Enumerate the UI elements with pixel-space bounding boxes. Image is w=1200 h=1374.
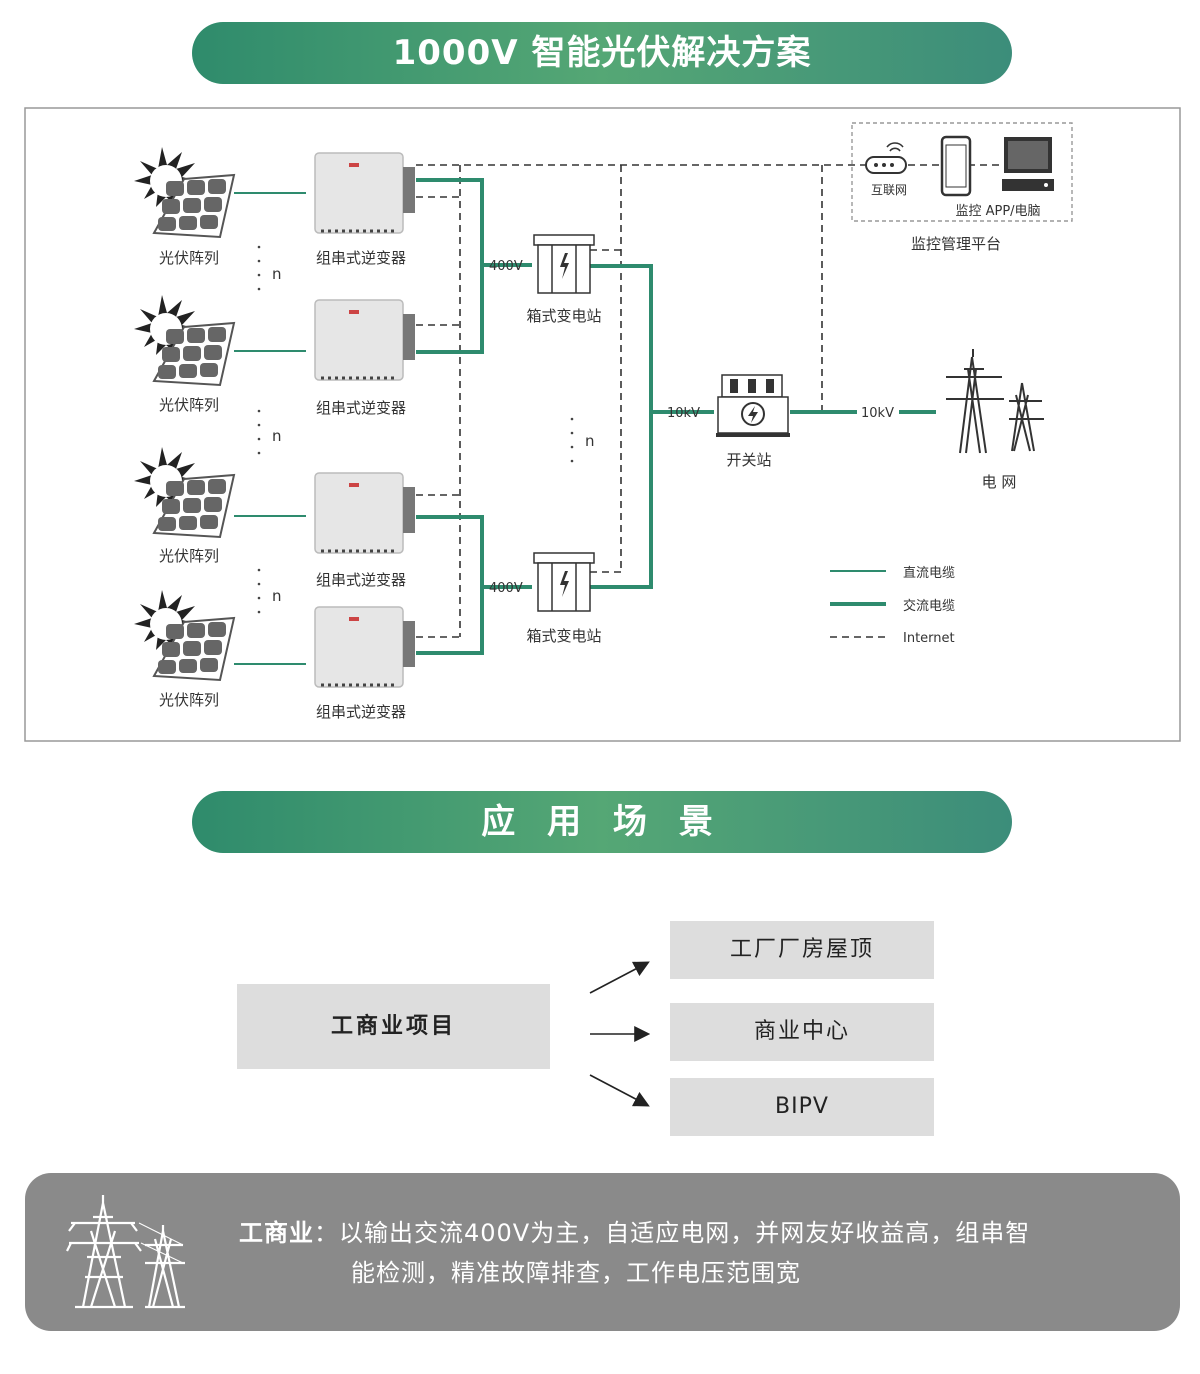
- pv-label-4: 光伏阵列: [159, 691, 219, 709]
- inverter-label-3: 组串式逆变器: [316, 571, 406, 589]
- grid-label: 电 网: [982, 473, 1017, 491]
- internet-label: 互联网: [871, 183, 907, 197]
- legend-label-internet: Internet: [903, 631, 955, 646]
- section-title: 应 用 场 景: [481, 802, 723, 842]
- voltage-10kv-label-2: 10kV: [861, 406, 894, 421]
- voltage-400-label-1: 400V: [489, 259, 523, 274]
- computer-icon: [1002, 137, 1054, 191]
- ellipsis-dots: [257, 245, 574, 614]
- pv-system-diagram: 光伏阵列 光伏阵列 光伏阵列 光伏阵列 组串式逆变器 组串式逆变器 组串式逆变器…: [24, 107, 1181, 742]
- pv-label-3: 光伏阵列: [159, 547, 219, 565]
- power-tower-icon: [66, 1195, 185, 1309]
- inverter-label-2: 组串式逆变器: [316, 399, 406, 417]
- scenario-target-label-2: 商业中心: [753, 1019, 850, 1044]
- box-transformer-2: [533, 552, 595, 612]
- pv-label-1: 光伏阵列: [159, 249, 219, 267]
- grid-tower-icon: [946, 349, 1044, 454]
- n-label-1: n: [272, 265, 282, 283]
- n-label-2: n: [272, 427, 282, 445]
- scenario-arrows: [589, 961, 651, 1107]
- scenario-target-label-1: 工厂厂房屋顶: [729, 937, 874, 962]
- scenario-target-label-3: BIPV: [775, 1094, 829, 1119]
- description-line-2: 能检测，精准故障排查，工作电压范围宽: [351, 1259, 801, 1287]
- title-banner: 1000V 智能光伏解决方案: [192, 22, 1012, 84]
- switch-station-icon: [716, 374, 790, 437]
- pv-label-2: 光伏阵列: [159, 396, 219, 414]
- ac-cables: [416, 178, 936, 655]
- scenario-target-2: 商业中心: [670, 1003, 934, 1061]
- description-colon: ：: [314, 1219, 339, 1247]
- inverter-2: [313, 298, 417, 382]
- inverter-label-1: 组串式逆变器: [316, 249, 406, 267]
- legend-lines: [830, 570, 886, 638]
- app-label: 监控 APP/电脑: [955, 204, 1040, 219]
- legend-label-ac: 交流电缆: [903, 598, 955, 614]
- voltage-10kv-label-1: 10kV: [667, 406, 700, 421]
- inverter-3: [313, 471, 417, 555]
- scenario-target-1: 工厂厂房屋顶: [670, 921, 934, 979]
- box-transformer-label-1: 箱式变电站: [526, 307, 601, 325]
- legend-label-dc: 直流电缆: [903, 565, 955, 581]
- description-label: 工商业: [239, 1219, 314, 1247]
- box-transformer-1: [533, 234, 595, 294]
- box-transformer-label-2: 箱式变电站: [526, 627, 601, 645]
- scenario-main-label: 工商业项目: [330, 1014, 456, 1039]
- monitoring-platform-box: [851, 122, 1073, 222]
- n-label-4: n: [585, 432, 595, 450]
- scenario-main-box: 工商业项目: [237, 984, 550, 1069]
- dc-cables: [234, 192, 306, 665]
- description-line-1: 以输出交流400V为主，自适应电网，并网友好收益高，组串智: [339, 1219, 1031, 1247]
- switch-station-label: 开关站: [726, 451, 771, 469]
- platform-label: 监控管理平台: [911, 235, 1001, 253]
- inverter-label-4: 组串式逆变器: [316, 703, 406, 721]
- page-title: 1000V 智能光伏解决方案: [392, 33, 812, 73]
- section-banner: 应 用 场 景: [192, 791, 1012, 853]
- n-label-3: n: [272, 587, 282, 605]
- inverter-1: [313, 151, 417, 235]
- description-text: 工商业：以输出交流400V为主，自适应电网，并网友好收益高，组串智 能检测，精准…: [239, 1213, 1139, 1293]
- inverter-4: [313, 605, 417, 689]
- description-panel: 工商业：以输出交流400V为主，自适应电网，并网友好收益高，组串智 能检测，精准…: [25, 1173, 1180, 1331]
- scenario-target-3: BIPV: [670, 1078, 934, 1136]
- arrow-down-right: [589, 1074, 650, 1107]
- phone-icon: [940, 135, 972, 197]
- voltage-400-label-2: 400V: [489, 581, 523, 596]
- router-icon: [865, 142, 907, 174]
- arrow-up-right: [589, 961, 650, 994]
